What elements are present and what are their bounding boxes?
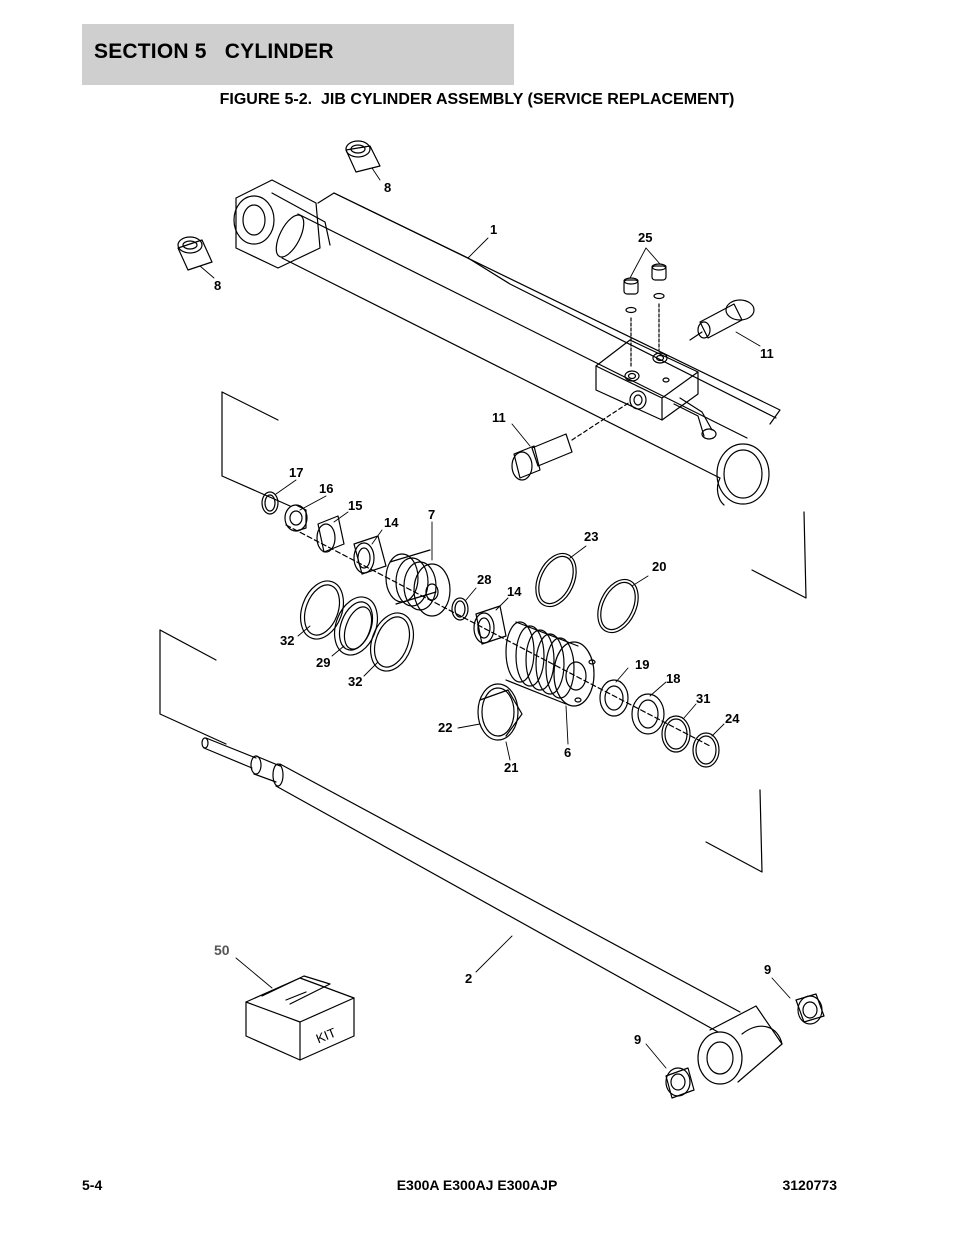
callout-14-b: 14 <box>507 584 522 599</box>
callout-11-left: 11 <box>492 410 506 425</box>
callout-9-right: 9 <box>764 962 771 977</box>
cylinder-barrel <box>233 179 781 506</box>
wiper-18 <box>631 693 665 735</box>
o-ring-28 <box>451 597 469 621</box>
bushing-8-top <box>345 140 381 173</box>
o-ring-23 <box>535 552 577 608</box>
callout-29: 29 <box>316 655 330 670</box>
callout-6: 6 <box>564 745 571 760</box>
callout-14-a: 14 <box>384 515 399 530</box>
seal-29 <box>333 596 379 656</box>
document-number: 3120773 <box>782 1177 837 1193</box>
callout-11-right: 11 <box>760 346 774 361</box>
callout-8-top: 8 <box>384 180 391 195</box>
ring-24 <box>692 732 720 768</box>
figure-title: FIGURE 5-2. JIB CYLINDER ASSEMBLY (SERVI… <box>219 91 735 108</box>
ring-21-22 <box>477 683 523 741</box>
callout-24: 24 <box>725 711 740 726</box>
bushing-9-left <box>665 1067 695 1099</box>
callout-31: 31 <box>696 691 710 706</box>
bushing-8-left <box>177 236 213 271</box>
callout-32-b: 32 <box>348 674 362 689</box>
kit-box: KIT <box>245 975 355 1061</box>
callout-15: 15 <box>348 498 362 513</box>
cylinder-head-6 <box>505 621 596 707</box>
kit-label: KIT <box>314 1025 338 1047</box>
cartridge-valve-11-right <box>689 299 755 341</box>
callout-labels: 1 8 8 25 11 11 17 16 15 14 7 23 20 28 14… <box>214 180 774 1047</box>
wear-ring-14-a <box>353 535 387 575</box>
callout-22: 22 <box>438 720 452 735</box>
backup-ring-20 <box>597 578 639 634</box>
leader-lines <box>199 167 791 1069</box>
snap-ring-17 <box>261 491 279 515</box>
callout-23: 23 <box>584 529 598 544</box>
callout-28: 28 <box>477 572 491 587</box>
nut-16 <box>284 504 308 532</box>
seal-32-a <box>299 580 345 640</box>
callout-16: 16 <box>319 481 333 496</box>
seal-19 <box>599 679 629 717</box>
callout-9-left: 9 <box>634 1032 641 1047</box>
callout-17: 17 <box>289 465 303 480</box>
fitting-25 <box>623 263 667 369</box>
cylinder-rod-2 <box>201 737 783 1085</box>
piston-7 <box>385 549 451 617</box>
section-banner: SECTION 5 CYLINDER <box>82 24 514 85</box>
callout-21: 21 <box>504 760 518 775</box>
bushing-9-right <box>795 993 825 1025</box>
callout-19: 19 <box>635 657 649 672</box>
callout-7: 7 <box>428 507 435 522</box>
wear-ring-14-b <box>473 605 507 645</box>
callout-25: 25 <box>638 230 652 245</box>
callout-18: 18 <box>666 671 680 686</box>
callout-50: 50 <box>214 942 230 958</box>
seal-32-b <box>369 612 415 672</box>
callout-2: 2 <box>465 971 472 986</box>
spacer-15 <box>316 515 345 553</box>
callout-32-a: 32 <box>280 633 294 648</box>
cartridge-valve-11-left <box>511 401 631 481</box>
assembly-axis-line <box>285 524 711 747</box>
section-title: SECTION 5 CYLINDER <box>94 40 334 63</box>
callout-20: 20 <box>652 559 666 574</box>
callout-8-left: 8 <box>214 278 221 293</box>
page-number: 5-4 <box>82 1177 103 1193</box>
model-numbers: E300A E300AJ E300AJP <box>396 1177 558 1193</box>
callout-1: 1 <box>490 222 497 237</box>
